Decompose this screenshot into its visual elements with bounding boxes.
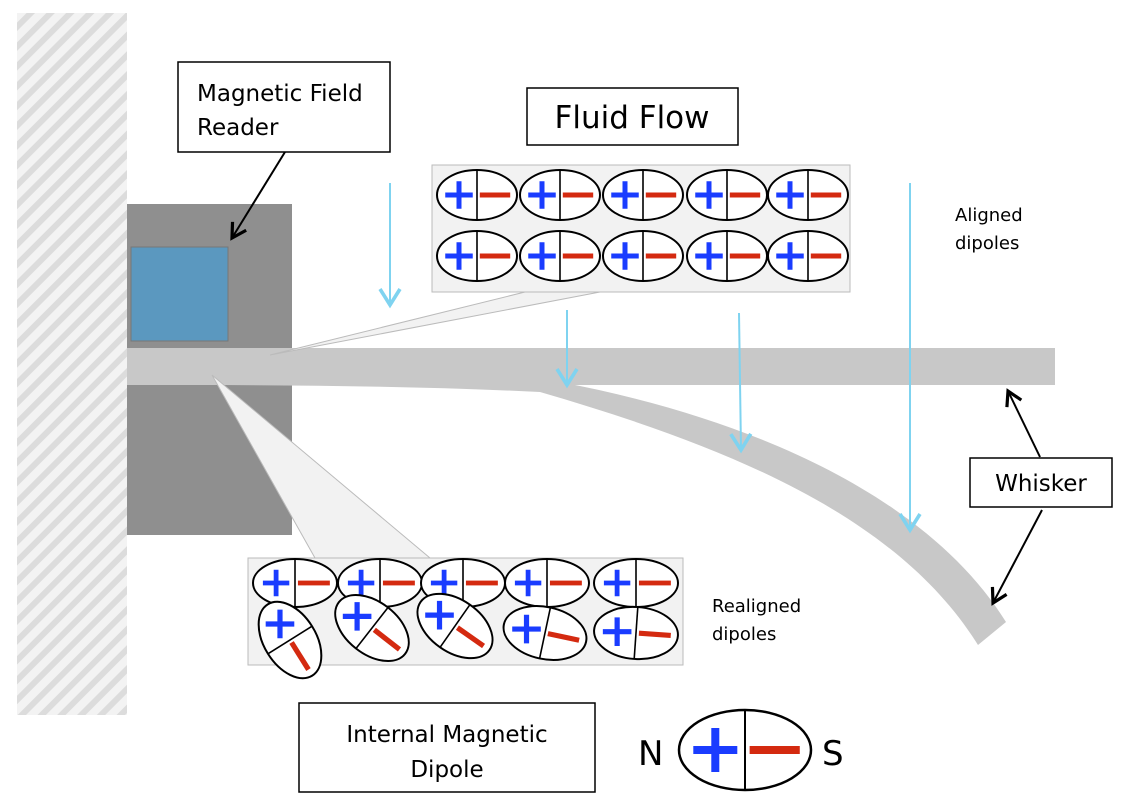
legend-dipole — [677, 708, 813, 792]
minus-icon — [547, 631, 580, 643]
aligned-dipoles — [436, 169, 849, 282]
minus-icon — [562, 192, 594, 198]
plus-icon — [425, 600, 454, 630]
dipole — [519, 169, 601, 221]
internal-dipole-label-box — [298, 702, 596, 793]
dipole — [519, 230, 601, 282]
plus-icon — [603, 569, 631, 597]
dipole — [502, 605, 588, 661]
plus-icon — [342, 602, 372, 631]
minus-icon — [549, 580, 582, 586]
plus-icon — [445, 242, 473, 270]
dipole-divider — [267, 625, 313, 655]
plus-icon — [528, 181, 556, 209]
dipole — [257, 600, 323, 680]
realigned-label-line2: dipoles — [712, 624, 776, 645]
internal-dipole-label-line2: Dipole — [410, 757, 483, 783]
dipole — [767, 230, 849, 282]
minus-icon — [455, 625, 486, 649]
plus-icon — [514, 569, 542, 597]
minus-icon — [729, 253, 761, 259]
minus-icon — [749, 746, 800, 754]
minus-icon — [465, 580, 498, 586]
minus-icon — [382, 580, 415, 586]
minus-icon — [479, 253, 511, 259]
plus-icon — [776, 242, 804, 270]
aligned-label-line1: Aligned — [955, 205, 1023, 226]
whisker-pointer-arrow-top — [1005, 388, 1041, 458]
flow-arrow — [729, 312, 753, 454]
whisker-label-box — [969, 457, 1113, 508]
north-label: N — [638, 734, 663, 774]
minus-icon — [729, 192, 761, 198]
whisker-pointer-arrow-bottom — [990, 509, 1043, 606]
minus-icon — [645, 192, 677, 198]
realigned-dipoles — [252, 558, 679, 680]
dipole — [767, 169, 849, 221]
plus-icon — [430, 569, 458, 597]
wall — [17, 13, 127, 715]
plus-icon — [262, 569, 290, 597]
aligned-callout-pointer — [269, 291, 601, 356]
reader-label-box — [177, 61, 391, 153]
dipole — [602, 230, 684, 282]
plus-icon — [445, 181, 473, 209]
plus-icon — [512, 614, 541, 644]
whisker-label: Whisker — [995, 471, 1087, 497]
dipole-divider — [633, 607, 639, 659]
minus-icon — [479, 192, 511, 198]
dipole — [504, 558, 590, 608]
reader-label-line1: Magnetic Field — [197, 81, 363, 107]
dipole — [334, 594, 410, 662]
dipole — [416, 592, 494, 660]
minus-icon — [810, 192, 842, 198]
dipole — [593, 605, 679, 661]
plus-icon — [695, 181, 723, 209]
dipole-divider — [355, 607, 389, 649]
dipole — [686, 169, 768, 221]
dipole — [593, 558, 679, 608]
magnetic-field-reader-sensor — [130, 246, 229, 342]
aligned-label-line2: dipoles — [955, 233, 1019, 254]
plus-icon — [528, 242, 556, 270]
plus-icon — [347, 569, 375, 597]
dipole — [252, 558, 338, 608]
minus-icon — [372, 627, 402, 652]
plus-icon — [776, 181, 804, 209]
south-label: S — [822, 734, 844, 774]
dipole — [436, 169, 518, 221]
minus-icon — [638, 630, 671, 639]
dipole — [677, 708, 813, 792]
minus-icon — [289, 641, 311, 671]
minus-icon — [297, 580, 330, 586]
dipole-divider — [439, 604, 471, 648]
dipole — [686, 230, 768, 282]
minus-icon — [810, 253, 842, 259]
dipole — [436, 230, 518, 282]
plus-icon — [602, 617, 632, 646]
reader-pointer-arrow — [230, 151, 286, 241]
dipole — [602, 169, 684, 221]
plus-icon — [265, 609, 295, 639]
flow-arrows — [378, 183, 922, 534]
internal-dipole-label-line1: Internal Magnetic — [346, 722, 547, 748]
realigned-label-line1: Realigned — [712, 596, 801, 617]
fluid-flow-label: Fluid Flow — [555, 100, 710, 136]
minus-icon — [562, 253, 594, 259]
dipole-divider — [538, 607, 552, 659]
plus-icon — [611, 242, 639, 270]
plus-icon — [695, 242, 723, 270]
minus-icon — [638, 580, 671, 586]
minus-icon — [645, 253, 677, 259]
reader-label-line2: Reader — [197, 115, 279, 141]
plus-icon — [693, 728, 738, 772]
plus-icon — [611, 181, 639, 209]
fluid-flow-label-box — [526, 87, 739, 146]
